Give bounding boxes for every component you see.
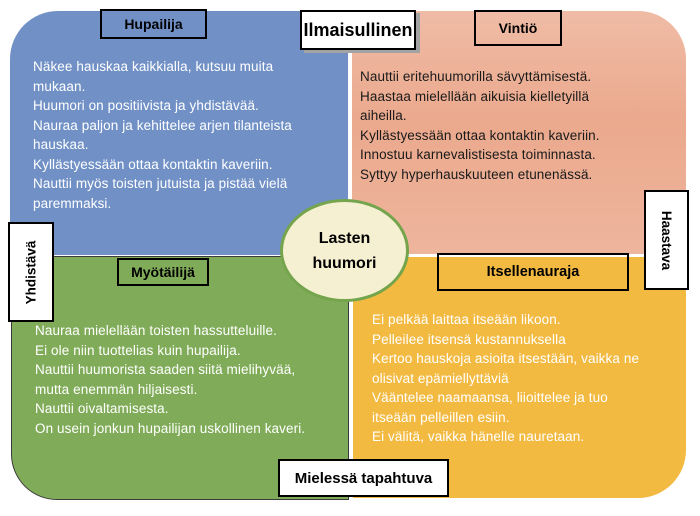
quadrant-text-myotailija: Nauraa mielellään toisten hassutteluille… bbox=[35, 323, 306, 436]
axis-label-right: Haastava bbox=[644, 190, 689, 290]
quadrant-itsellenauraja bbox=[353, 257, 686, 498]
quadrant-hupailija bbox=[10, 11, 348, 255]
axis-label-left-text: Yhdistävä bbox=[23, 240, 39, 304]
quadrant-label-myotailija: Myötäilijä bbox=[117, 258, 209, 286]
quadrant-text-vintio: Nauttii eritehuumorilla sävyttämisestä. … bbox=[360, 69, 600, 182]
diagram-title: Lasten huumori bbox=[312, 229, 377, 272]
quadrant-vintio bbox=[352, 11, 686, 254]
axis-label-top: Ilmaisullinen bbox=[300, 10, 416, 50]
quadrant-label-hupailija: Hupailija bbox=[100, 9, 207, 39]
quadrant-text-itsellenauraja: Ei pelkää laittaa itseään likoon. Pellei… bbox=[372, 312, 640, 444]
center-circle: Lasten huumori bbox=[280, 199, 409, 302]
quadrant-label-vintio: Vintiö bbox=[474, 10, 562, 46]
axis-label-bottom: Mielessä tapahtuva bbox=[278, 459, 449, 497]
axis-label-left: Yhdistävä bbox=[8, 222, 54, 322]
quadrant-label-itsellenauraja: Itsellenauraja bbox=[437, 253, 629, 291]
quadrant-text-hupailija: Näkee hauskaa kaikkialla, kutsuu muita m… bbox=[33, 59, 292, 211]
axis-label-right-text: Haastava bbox=[659, 210, 675, 270]
